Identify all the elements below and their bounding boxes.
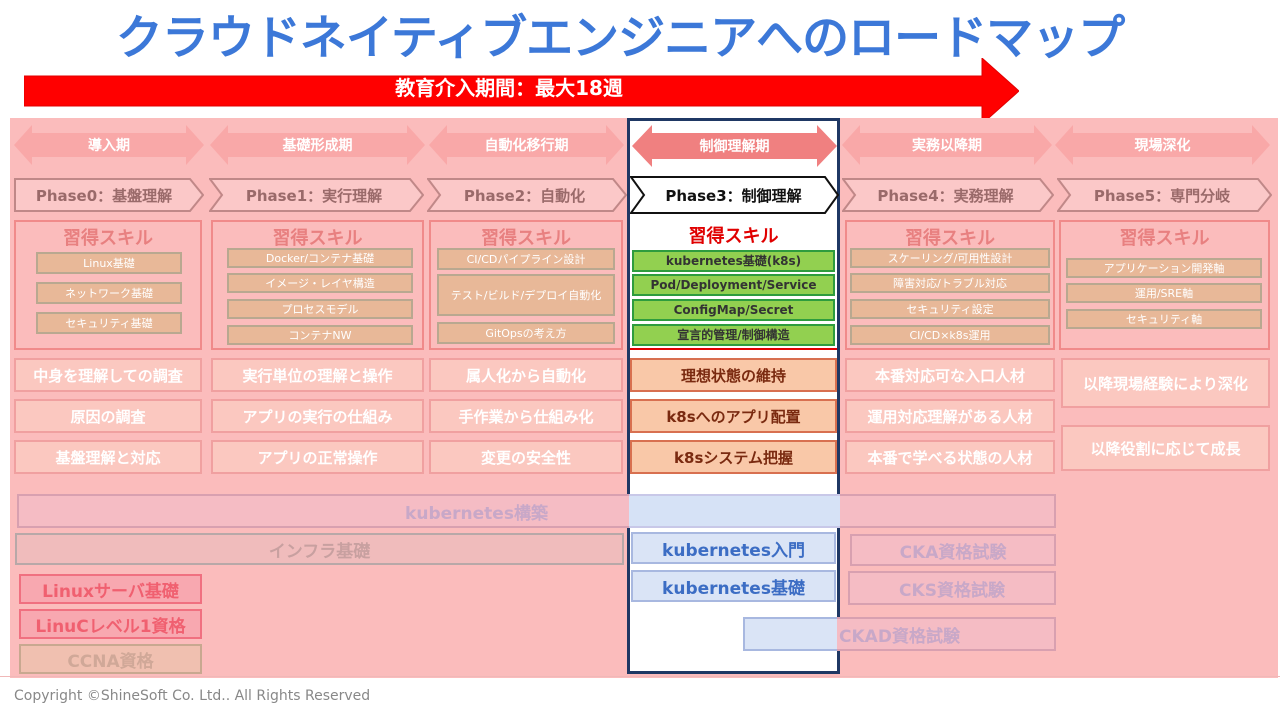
course-cka: CKA資格試験 <box>850 534 1056 566</box>
phase-chevron-4 <box>842 178 1054 212</box>
outcome-box: アプリの正常操作 <box>211 440 424 474</box>
outcome-box: 実行単位の理解と操作 <box>211 358 424 392</box>
skill-box-phase1: 習得スキル Docker/コンテナ基礎 イメージ・レイヤ構造 プロセスモデル コ… <box>211 220 424 350</box>
skill-title: 習得スキル <box>688 226 779 247</box>
skill-item: テスト/ビルド/デプロイ自動化 <box>437 274 615 316</box>
page-title: クラウドネイティブエンジニアへのロードマップ <box>115 11 1125 66</box>
skill-title: 習得スキル <box>481 228 571 249</box>
skill-item: イメージ・レイヤ構造 <box>227 273 413 293</box>
course-k8s-intro: kubernetes入門 <box>631 532 836 564</box>
copyright: Copyright ©ShineSoft Co. Ltd.. All Right… <box>14 688 371 704</box>
stage-label-0: 導入期 <box>88 138 130 154</box>
phase-label-4: Phase4：実務理解 <box>877 186 1014 205</box>
course-linux-server: Linuxサーバ基礎 <box>19 574 202 604</box>
stage-arrow-0 <box>14 125 204 165</box>
skill-item: プロセスモデル <box>227 299 413 319</box>
course-k8s-basic: kubernetes基礎 <box>631 570 836 602</box>
skill-box-phase5: 習得スキル アプリケーション開発軸 運用/SRE軸 セキュリティ軸 <box>1059 220 1270 350</box>
skill-item: コンテナNW <box>227 325 413 345</box>
skill-box-phase3: 習得スキル kubernetes基礎(k8s) Pod/Deployment/S… <box>630 220 837 350</box>
skill-item: 運用/SRE軸 <box>1066 283 1262 303</box>
skill-item: Docker/コンテナ基礎 <box>227 248 413 268</box>
stage-label-2: 自動化移行期 <box>484 138 569 154</box>
course-ckad-left <box>743 617 837 651</box>
stage-arrow-3 <box>632 125 837 167</box>
skill-box-phase0: 習得スキル Linux基礎 ネットワーク基礎 セキュリティ基礎 <box>14 220 202 350</box>
course-k8s-build: kubernetes構築 <box>405 503 548 524</box>
phase-chevron-5 <box>1057 178 1272 212</box>
skill-item: 障害対応/トラブル対応 <box>850 273 1050 293</box>
outcome-box: 原因の調査 <box>14 399 202 433</box>
skill-item: アプリケーション開発軸 <box>1066 258 1262 278</box>
outcome-box: 運用対応理解がある人材 <box>845 399 1055 433</box>
outcome-box: 以降役割に応じて成長 <box>1061 425 1270 471</box>
outcome-box: 理想状態の維持 <box>630 358 837 392</box>
skill-item: GitOpsの考え方 <box>437 322 615 344</box>
skill-title: 習得スキル <box>272 228 363 249</box>
phase-label-0: Phase0：基盤理解 <box>35 186 173 205</box>
outcome-box: 基盤理解と対応 <box>14 440 202 474</box>
phase-chevron-0 <box>14 178 204 212</box>
footer-divider <box>0 676 1280 677</box>
stage-arrow-5 <box>1055 125 1270 165</box>
skill-item: 宣言的管理/制御構造 <box>632 324 835 346</box>
phase-label-3: Phase3：制御理解 <box>665 186 802 205</box>
stage-label-1: 基礎形成期 <box>282 138 353 154</box>
course-k8s-build-middle <box>629 494 840 528</box>
course-cks: CKS資格試験 <box>848 571 1056 605</box>
stage-label-5: 現場深化 <box>1134 138 1191 154</box>
stage-label-3: 制御理解期 <box>699 139 770 155</box>
course-ckad-right <box>837 617 1056 651</box>
outcome-box: 本番で学べる状態の人材 <box>845 440 1055 474</box>
phase-label-1: Phase1：実行理解 <box>245 186 383 205</box>
outcome-box: k8sへのアプリ配置 <box>630 399 837 433</box>
stage-label-4: 実務以降期 <box>912 138 982 154</box>
outcome-box: アプリの実行の仕組み <box>211 399 424 433</box>
phase-chevron-3 <box>630 176 840 214</box>
outcome-box: k8sシステム把握 <box>630 440 837 474</box>
course-k8s-build-right <box>840 494 1056 528</box>
stage-arrow-1 <box>210 125 425 165</box>
outcome-box: 以降現場経験により深化 <box>1061 358 1270 408</box>
course-infra-basic: インフラ基礎 <box>15 533 624 565</box>
course-ccna: CCNA資格 <box>19 644 202 674</box>
course-linuc: LinuCレベル1資格 <box>19 609 202 639</box>
outcome-box: 変更の安全性 <box>429 440 623 474</box>
intervention-period-label: 教育介入期間：最大18週 <box>395 76 623 100</box>
phase-label-5: Phase5：専門分岐 <box>1093 186 1231 205</box>
skill-item: kubernetes基礎(k8s) <box>632 250 835 272</box>
skill-title: 習得スキル <box>1119 228 1210 249</box>
stage-arrow-2 <box>429 125 624 165</box>
phase-label-2: Phase2：自動化 <box>463 186 586 205</box>
course-ckad: CKAD資格試験 <box>839 626 960 647</box>
skill-title: 習得スキル <box>905 228 995 249</box>
skill-item: CI/CDパイプライン設計 <box>437 248 615 270</box>
phase-chevron-2 <box>427 178 627 212</box>
outcome-box: 属人化から自動化 <box>429 358 623 392</box>
skill-item: スケーリング/可用性設計 <box>850 248 1050 268</box>
skill-item: セキュリティ軸 <box>1066 309 1262 329</box>
course-k8s-build-left <box>17 494 629 528</box>
outcome-box: 手作業から仕組み化 <box>429 399 623 433</box>
skill-title: 習得スキル <box>63 228 153 249</box>
skill-item: セキュリティ設定 <box>850 299 1050 319</box>
skill-item: CI/CD×k8s運用 <box>850 325 1050 345</box>
intervention-arrow <box>24 58 1019 124</box>
skill-item: Pod/Deployment/Service <box>632 274 835 296</box>
phase-chevron-1 <box>209 178 424 212</box>
skill-box-phase4: 習得スキル スケーリング/可用性設計 障害対応/トラブル対応 セキュリティ設定 … <box>845 220 1055 350</box>
skill-item: ネットワーク基礎 <box>36 282 182 304</box>
outcome-box: 中身を理解しての調査 <box>14 358 202 392</box>
outcome-box: 本番対応可な入口人材 <box>845 358 1055 392</box>
skill-item: セキュリティ基礎 <box>36 312 182 334</box>
skill-box-phase2: 習得スキル CI/CDパイプライン設計 テスト/ビルド/デプロイ自動化 GitO… <box>429 220 623 350</box>
skill-item: Linux基礎 <box>36 252 182 274</box>
skill-item: ConfigMap/Secret <box>632 299 835 321</box>
stage-arrow-4 <box>842 125 1052 165</box>
